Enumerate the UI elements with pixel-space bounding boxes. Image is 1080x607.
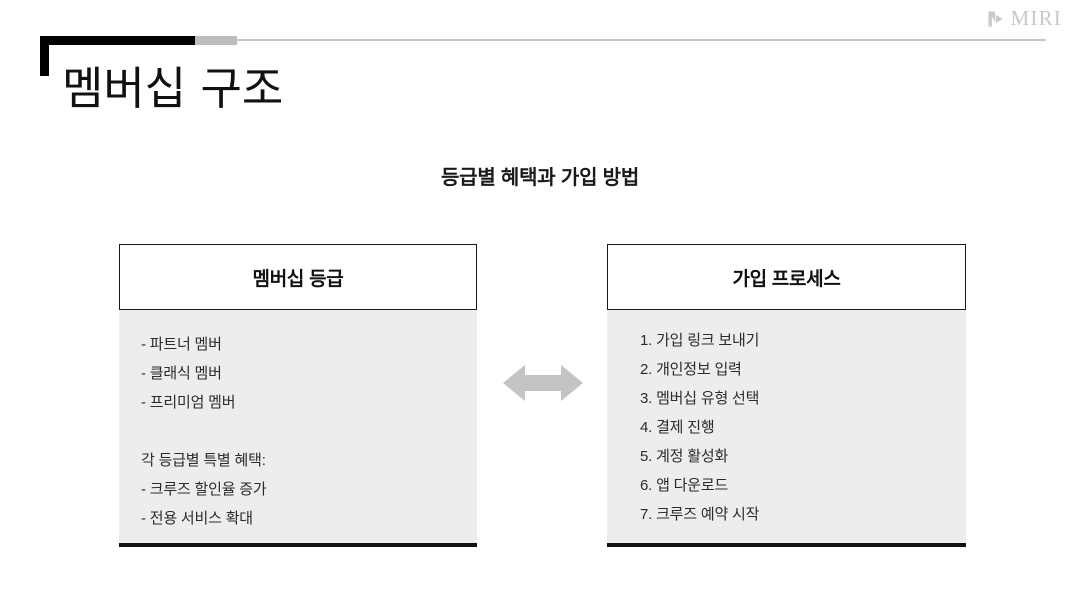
list-subheading: 각 등급별 특별 혜택: — [141, 452, 266, 469]
rule-black-segment — [40, 36, 195, 45]
miri-logo-icon — [988, 11, 1003, 26]
card-header-label: 멤버십 등급 — [252, 268, 344, 290]
rule-gray-segment — [195, 36, 237, 45]
list-item: - 파트너 멤버 — [141, 336, 222, 353]
list-item: - 크루즈 할인율 증가 — [141, 481, 267, 498]
list-item: 1. 가입 링크 보내기 — [640, 332, 760, 349]
card-header-label: 가입 프로세스 — [732, 268, 841, 290]
title-decorative-rule — [40, 36, 1046, 76]
list-item: - 프리미엄 멤버 — [141, 394, 236, 411]
double-headed-horizontal-arrow-icon — [503, 365, 583, 401]
list-spacer — [141, 417, 477, 446]
card-body-signup-process: 1. 가입 링크 보내기 2. 개인정보 입력 3. 멤버십 유형 선택 4. … — [607, 310, 966, 547]
list-item: 6. 앱 다운로드 — [640, 477, 729, 494]
list-item: 3. 멤버십 유형 선택 — [640, 390, 760, 407]
rule-vertical-stem — [40, 36, 49, 76]
card-header-signup-process: 가입 프로세스 — [607, 244, 966, 310]
card-header-membership-tiers: 멤버십 등급 — [119, 244, 477, 310]
list-item: 2. 개인정보 입력 — [640, 361, 742, 378]
list-item: 5. 계정 활성화 — [640, 448, 729, 465]
page-subtitle: 등급별 혜택과 가입 방법 — [440, 167, 640, 189]
list-item: 4. 결제 진행 — [640, 419, 715, 436]
page-title: 멤버십 구조 — [62, 62, 284, 115]
list-item: - 전용 서비스 확대 — [141, 510, 253, 527]
card-signup-process: 가입 프로세스 1. 가입 링크 보내기 2. 개인정보 입력 3. 멤버십 유… — [607, 244, 966, 551]
cards-container: 멤버십 등급 - 파트너 멤버 - 클래식 멤버 - 프리미엄 멤버 각 등급별… — [0, 244, 1080, 554]
card-membership-tiers: 멤버십 등급 - 파트너 멤버 - 클래식 멤버 - 프리미엄 멤버 각 등급별… — [119, 244, 477, 551]
card-body-membership-tiers: - 파트너 멤버 - 클래식 멤버 - 프리미엄 멤버 각 등급별 특별 혜택:… — [119, 310, 477, 547]
list-item: - 클래식 멤버 — [141, 365, 222, 382]
rule-thin-segment — [237, 39, 1046, 41]
list-item: 7. 크루즈 예약 시작 — [640, 506, 760, 523]
brand-logo: MIRI — [986, 8, 1062, 29]
brand-name: MIRI — [1010, 6, 1062, 30]
